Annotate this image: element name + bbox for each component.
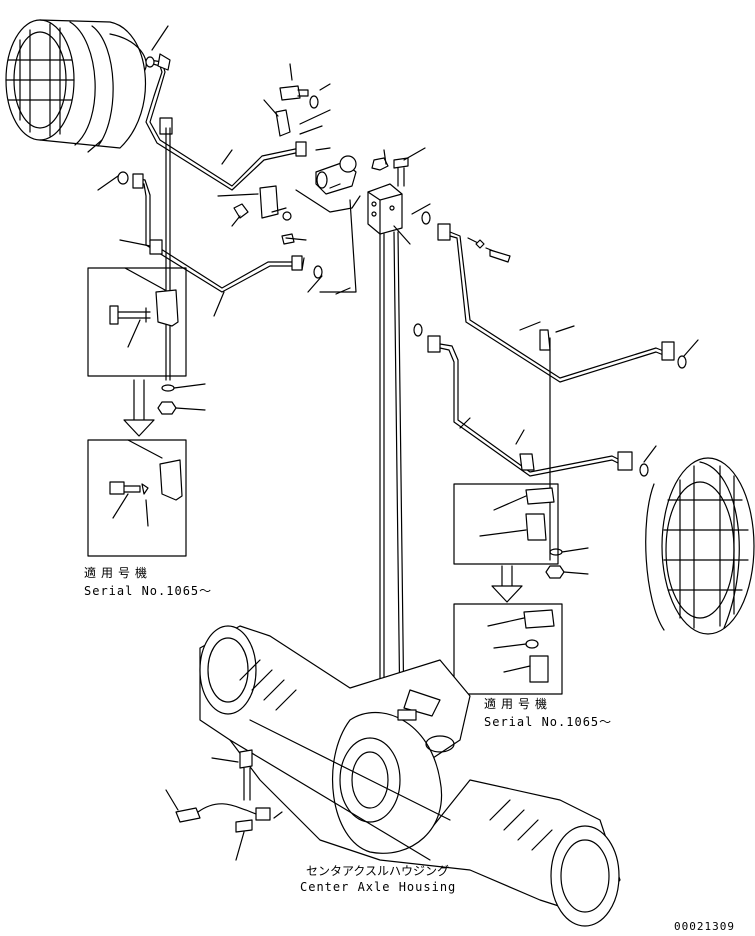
center-axle-housing-label-en: Center Axle Housing: [300, 880, 457, 894]
drawing-number: 00021309: [674, 920, 735, 933]
serial-number-label-left: Serial No.1065～: [84, 584, 213, 598]
top-clamp: [264, 100, 290, 136]
right-washer-nut: [546, 548, 588, 578]
junction-block: [368, 184, 402, 234]
applicable-serial-label-left-jp: 適用号機: [84, 566, 153, 580]
long-brake-line: [380, 232, 404, 720]
serial-number-label-right: Serial No.1065～: [484, 715, 613, 729]
right-upper-brake-pipe: [422, 212, 686, 560]
brake-switch-fitting: [296, 156, 360, 212]
right-detail-box-upper: [454, 484, 558, 564]
applicable-serial-label-right-jp: 適用号機: [484, 697, 553, 711]
vertical-clamp-bolt: [166, 128, 170, 380]
leader-lines: [88, 26, 698, 462]
right-lower-brake-pipe: [414, 324, 648, 476]
right-brake-drum: [646, 458, 754, 634]
left-washer-nut: [158, 384, 205, 414]
center-axle-housing: [200, 626, 620, 926]
center-bolt: [394, 148, 425, 186]
junction-feed-pipe: [302, 200, 356, 292]
left-arrow-down: [124, 380, 154, 436]
left-upper-brake-pipe: [146, 54, 306, 190]
center-axle-housing-label-jp: センタアクスルハウジング: [306, 864, 450, 878]
left-detail-box-lower: [88, 440, 186, 556]
top-bolt-washer: [280, 64, 330, 108]
left-brake-drum: [6, 20, 146, 148]
mid-bracket: [218, 186, 306, 244]
center-nut: [372, 158, 388, 170]
brake-sensor-harness: [166, 750, 282, 860]
right-detail-box-lower: [454, 604, 562, 694]
left-detail-box-upper: [88, 268, 186, 376]
right-arrow-down: [492, 566, 522, 602]
left-lower-brake-pipe: [118, 172, 302, 292]
